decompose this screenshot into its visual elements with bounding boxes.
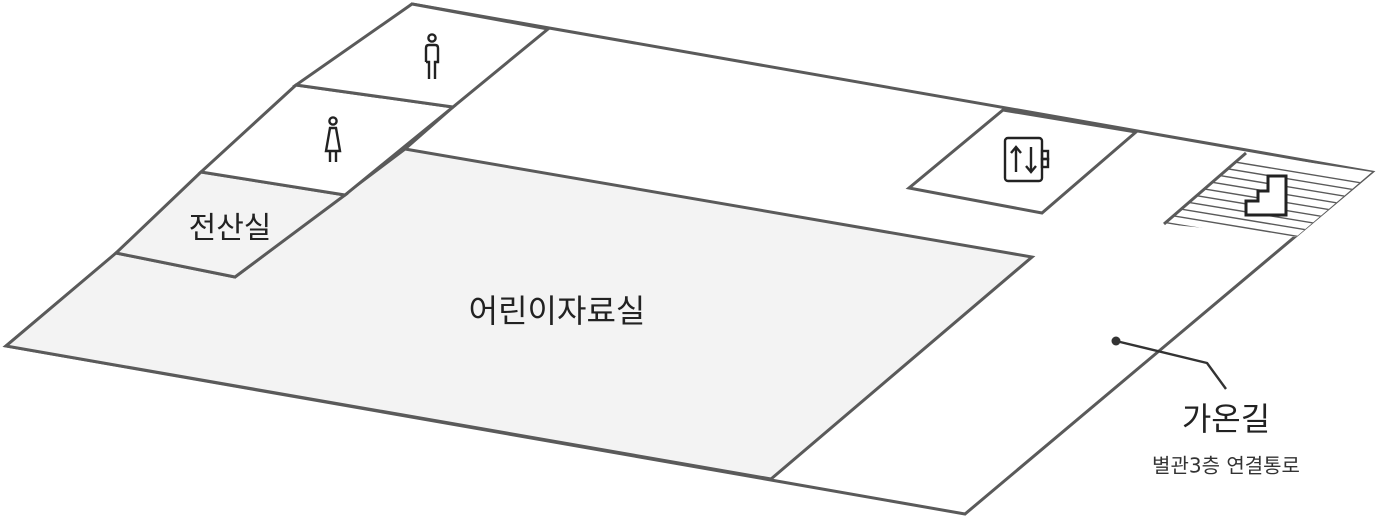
stairs-icon: [1244, 174, 1288, 217]
female-restroom-icon: [324, 116, 342, 162]
childrens-library-label: 어린이자료실: [468, 292, 646, 330]
server-room-label: 전산실: [188, 211, 272, 246]
callout-title: 가온길: [1181, 400, 1271, 438]
elevator-icon: [1003, 136, 1050, 183]
callout-subtitle: 별관3층 연결통로: [1152, 453, 1300, 478]
wall-line: [404, 105, 454, 151]
male-restroom-icon: [424, 33, 440, 79]
callout-leader: [1111, 336, 1227, 390]
elevator-area[interactable]: [905, 108, 1140, 215]
